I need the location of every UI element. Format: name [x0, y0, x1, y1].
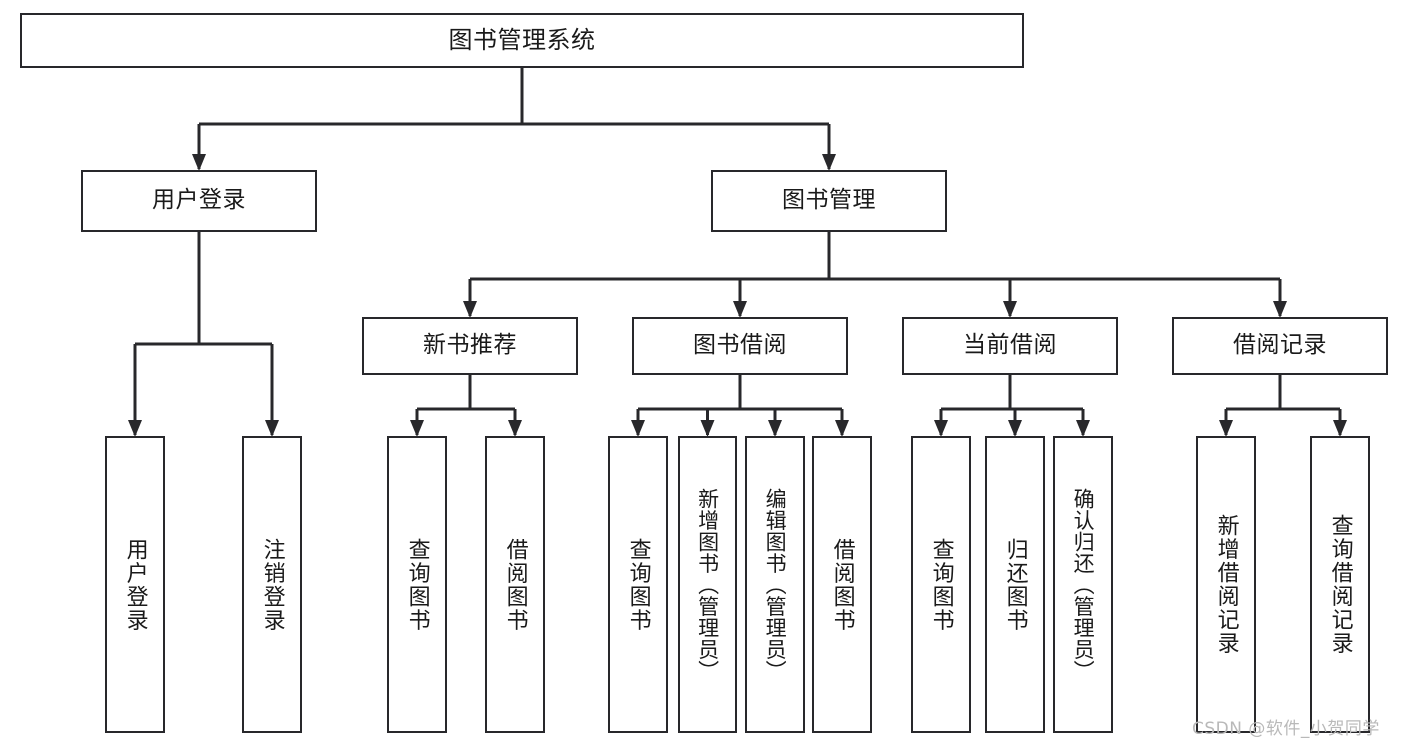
node-leaf-book-borrow: 借阅图书	[812, 436, 872, 733]
node-label: 查询图书	[625, 537, 651, 632]
node-label: 查询图书	[404, 537, 430, 632]
node-leaf-rec-query2: 查询借阅记录	[1310, 436, 1370, 733]
node-label: 新增借阅记录	[1213, 514, 1239, 655]
node-label: 借阅记录	[1233, 332, 1327, 359]
node-label: 确认归还（管理员）	[1071, 487, 1096, 682]
node-current-borrow: 当前借阅	[902, 317, 1118, 375]
node-label: 查询借阅记录	[1327, 514, 1353, 655]
node-leaf-user-logout: 注销登录	[242, 436, 302, 733]
node-leaf-rec-borrow: 借阅图书	[485, 436, 545, 733]
node-leaf-user-login: 用户登录	[105, 436, 165, 733]
node-leaf-cur-confirm: 确认归还（管理员）	[1053, 436, 1113, 733]
node-label: 当前借阅	[963, 332, 1057, 359]
node-leaf-rec-add: 新增借阅记录	[1196, 436, 1256, 733]
node-book-borrow: 图书借阅	[632, 317, 848, 375]
node-leaf-rec-query: 查询图书	[387, 436, 447, 733]
node-leaf-cur-return: 归还图书	[985, 436, 1045, 733]
node-user-login: 用户登录	[81, 170, 317, 232]
node-label: 借阅图书	[829, 537, 855, 632]
node-label: 借阅图书	[502, 537, 528, 632]
node-book-manage: 图书管理	[711, 170, 947, 232]
csdn-watermark: CSDN @软件_小贺同学	[1192, 719, 1380, 739]
node-borrow-record: 借阅记录	[1172, 317, 1388, 375]
node-label: 编辑图书（管理员）	[763, 487, 788, 682]
node-label: 查询图书	[928, 537, 954, 632]
node-label: 新书推荐	[423, 332, 517, 359]
node-label: 注销登录	[259, 537, 285, 632]
node-leaf-book-add: 新增图书（管理员）	[678, 436, 737, 733]
node-label: 新增图书（管理员）	[695, 487, 720, 682]
node-label: 归还图书	[1002, 537, 1028, 632]
node-label: 图书借阅	[693, 332, 787, 359]
node-leaf-cur-query: 查询图书	[911, 436, 971, 733]
node-label: 用户登录	[122, 537, 148, 632]
node-new-book-rec: 新书推荐	[362, 317, 578, 375]
node-leaf-book-edit: 编辑图书（管理员）	[745, 436, 805, 733]
node-label: 用户登录	[152, 187, 246, 214]
node-leaf-borrow-query: 查询图书	[608, 436, 668, 733]
node-label: 图书管理	[782, 187, 876, 214]
node-root: 图书管理系统	[20, 13, 1024, 68]
node-label: 图书管理系统	[448, 26, 596, 55]
